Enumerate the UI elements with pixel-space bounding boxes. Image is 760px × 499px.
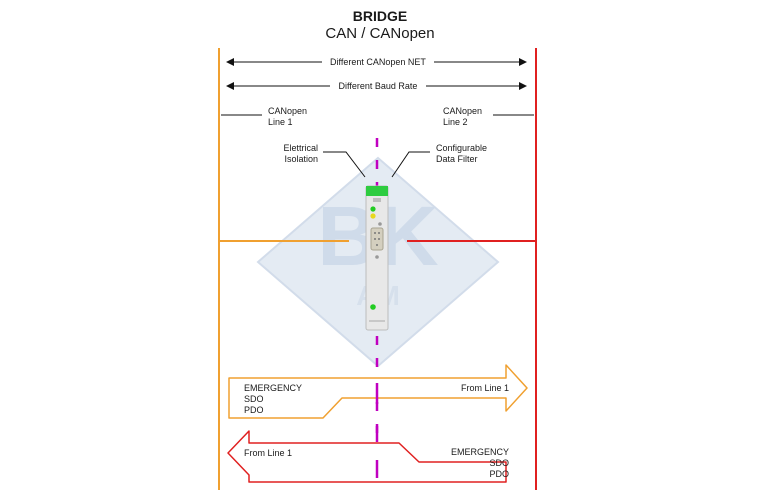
db9-connector	[370, 227, 384, 251]
line2-label-a: CANopen	[443, 106, 483, 116]
isolation-leader	[323, 151, 366, 178]
led-power	[370, 304, 376, 310]
line1-label-b: Line 1	[268, 117, 293, 127]
led-yellow	[370, 213, 376, 219]
flow-left-arrow	[227, 430, 507, 483]
line1-label-a: CANopen	[268, 106, 308, 116]
flow-right-item: SDO	[244, 394, 264, 404]
bridge-device	[365, 185, 389, 331]
flow-left-item: PDO	[489, 469, 509, 479]
span-net-arrow	[226, 55, 527, 69]
flow-right-item: EMERGENCY	[244, 383, 303, 393]
terminal-block	[366, 186, 388, 196]
span-baud-arrow	[226, 79, 527, 93]
flow-left-item: SDO	[489, 458, 509, 468]
flow-left-items: EMERGENCY SDO PDO	[420, 447, 509, 480]
flow-left-source: From Line 1	[244, 448, 293, 458]
flow-right-item: PDO	[244, 405, 264, 415]
span-baud-label: Different Baud Rate	[338, 81, 418, 91]
led-green	[370, 206, 376, 212]
flow-left-item: EMERGENCY	[450, 447, 509, 457]
flow-right-items: EMERGENCY SDO PDO	[244, 383, 302, 416]
span-net-label: Different CANopen NET	[330, 57, 426, 67]
filter-label-a: Configurable	[436, 143, 488, 153]
filter-leader	[391, 151, 430, 178]
line2-label: CANopen Line 2	[443, 106, 482, 128]
line1-label: CANopen Line 1	[268, 106, 307, 128]
isolation-label-b: Isolation	[284, 154, 318, 164]
isolation-label-a: Elettrical	[283, 143, 318, 153]
flow-right-source: From Line 1	[461, 383, 510, 393]
line2-label-b: Line 2	[443, 117, 468, 127]
diagram-subtitle: CAN / CANopen	[325, 25, 435, 42]
filter-label: Configurable Data Filter	[436, 143, 487, 165]
isolation-label: Elettrical Isolation	[258, 143, 318, 165]
diagram-title: BRIDGE	[352, 8, 408, 24]
filter-label-b: Data Filter	[436, 154, 478, 164]
